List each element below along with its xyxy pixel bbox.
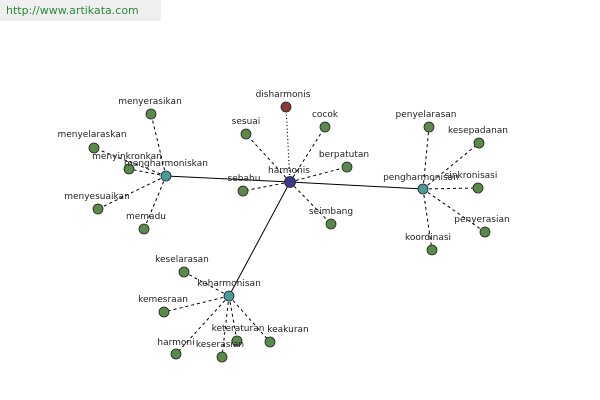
node-keselarasan[interactable] [178,266,190,278]
label-harmonis: harmonis [268,166,310,176]
label-menyesuaikan: menyesuaikan [64,192,130,202]
edge-keharmonisan-keserasian [221,295,230,358]
label-koordinasi: koordinasi [405,233,451,243]
label-keselarasan: keselarasan [155,255,209,265]
label-kemesraan: kemesraan [138,295,188,305]
node-kemesraan[interactable] [158,306,170,318]
edge-pengharmonisan-penyelarasan [422,126,430,190]
label-kesepadanan: kesepadanan [448,126,508,136]
edge-keharmonisan-kemesraan [163,295,230,313]
node-menyelaraskan[interactable] [88,142,100,154]
node-memadu[interactable] [138,223,150,235]
edge-harmonis-sebahu [242,181,291,192]
edge-pengharmonisan-sinkronisasi [422,187,479,190]
edge-harmonis-berpatutan [289,166,348,183]
label-cocok: cocok [312,110,339,120]
edge-harmonis-sesuai [245,133,291,183]
label-keteraturan: keteraturan [212,324,265,334]
label-keserasian: keserasian [196,340,244,350]
edge-pengharmonisan-penyerasian [422,188,486,233]
node-koordinasi[interactable] [426,244,438,256]
node-harmoni[interactable] [170,348,182,360]
label-menyinkronkan: menyinkronkan [92,152,162,162]
label-mengharmoniskan: mengharmoniskan [124,159,208,169]
label-pengharmonisan: pengharmonisan [383,173,459,183]
label-sebahu: sebahu [228,174,261,184]
node-seimbang[interactable] [325,218,337,230]
label-disharmonis: disharmonis [256,90,311,100]
label-harmoni: harmoni [157,338,194,348]
edge-harmonis-seimbang [289,181,332,225]
edges-layer [93,106,486,358]
label-menyelaraskan: menyelaraskan [57,130,126,140]
label-menyerasikan: menyerasikan [118,97,182,107]
node-penyerasian[interactable] [479,226,491,238]
edge-mengharmoniskan-menyinkronkan [128,168,167,177]
node-keteraturan[interactable] [231,335,243,347]
edge-keharmonisan-keakuran [228,295,271,343]
label-keakuran: keakuran [267,325,309,335]
label-penyerasian: penyerasian [454,215,509,225]
node-penyelarasan[interactable] [423,121,435,133]
edge-pengharmonisan-koordinasi [422,188,433,251]
node-sebahu[interactable] [237,185,249,197]
node-keharmonisan[interactable] [223,290,235,302]
label-sesuai: sesuai [232,117,261,127]
edge-harmonis-keharmonisan [228,181,291,297]
edge-harmonis-pengharmonisan [289,181,424,190]
labels-layer: harmonis disharmonis sesuai cocok berpatutan… [57,90,509,350]
node-sesuai[interactable] [240,128,252,140]
node-menyerasikan[interactable] [145,108,157,120]
edge-pengharmonisan-kesepadanan [422,142,480,190]
node-sinkronisasi[interactable] [472,182,484,194]
label-berpatutan: berpatutan [319,150,369,160]
watermark-url: http://www.artikata.com [0,0,161,21]
node-pengharmonisan[interactable] [417,183,429,195]
edge-mengharmoniskan-menyerasikan [150,113,167,177]
label-memadu: memadu [126,212,166,222]
node-mengharmoniskan[interactable] [160,170,172,182]
node-kesepadanan[interactable] [473,137,485,149]
node-keserasian[interactable] [216,351,228,363]
edge-harmonis-mengharmoniskan [165,175,291,183]
node-menyesuaikan[interactable] [92,203,104,215]
node-cocok[interactable] [319,121,331,133]
edge-mengharmoniskan-menyelaraskan [93,147,167,177]
label-penyelarasan: penyelarasan [396,110,457,120]
label-keharmonisan: keharmonisan [197,279,261,289]
edge-harmonis-cocok [289,126,326,183]
label-sinkronisasi: sinkronisasi [445,171,498,181]
edge-keharmonisan-keselarasan [183,271,230,297]
node-berpatutan[interactable] [341,161,353,173]
node-harmonis[interactable] [284,176,296,188]
edge-mengharmoniskan-menyesuaikan [97,175,167,210]
edge-keharmonisan-keteraturan [228,295,238,342]
edge-keharmonisan-harmoni [175,295,230,355]
node-keakuran[interactable] [264,336,276,348]
label-seimbang: seimbang [309,207,353,217]
node-menyinkronkan[interactable] [123,163,135,175]
nodes-layer [88,101,491,363]
node-disharmonis[interactable] [280,101,292,113]
